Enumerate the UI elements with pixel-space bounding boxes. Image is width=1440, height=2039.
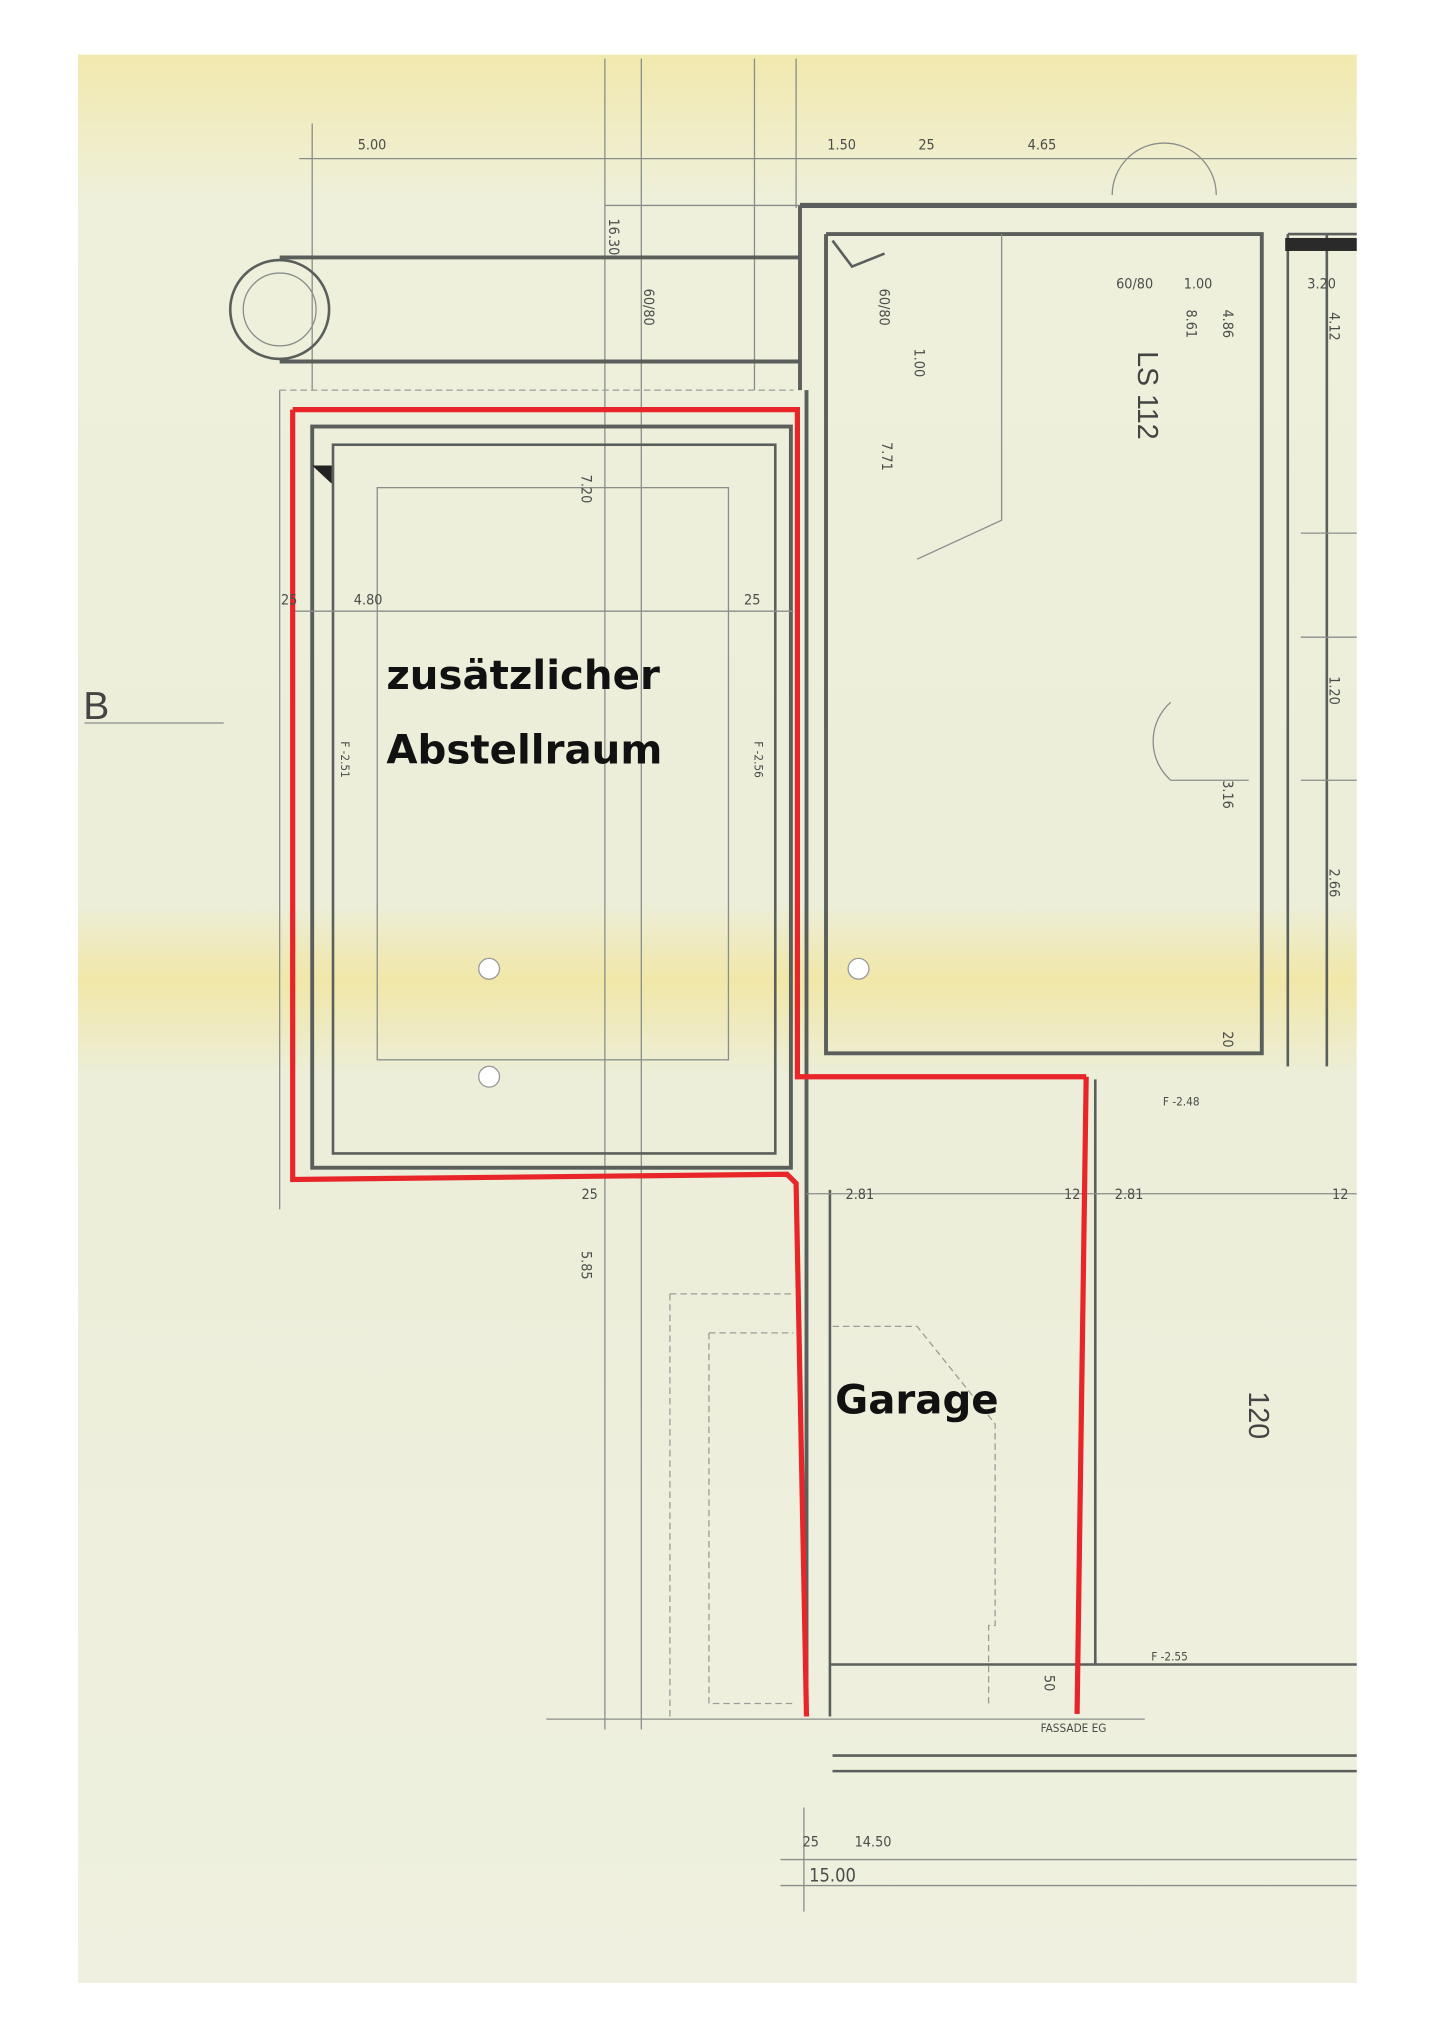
storage-label-line2: Abstellraum — [386, 726, 662, 773]
svg-text:3.16: 3.16 — [1219, 780, 1235, 809]
svg-text:60/80: 60/80 — [875, 289, 891, 326]
section-marker: B — [83, 685, 109, 728]
svg-text:2.66: 2.66 — [1325, 869, 1341, 898]
svg-text:12: 12 — [1332, 1187, 1348, 1203]
svg-text:3.20: 3.20 — [1307, 277, 1336, 293]
svg-text:2.81: 2.81 — [846, 1187, 875, 1203]
svg-text:15.00: 15.00 — [809, 1866, 856, 1887]
svg-text:1.50: 1.50 — [827, 138, 856, 154]
dimension-labels: 5.00 1.50 25 4.65 16.30 60/80 60/80 60/8… — [281, 138, 1348, 1887]
svg-text:F -2.55: F -2.55 — [1151, 1650, 1188, 1664]
plan-linework — [84, 58, 1357, 1912]
svg-text:60/80: 60/80 — [640, 289, 656, 326]
garage-label: Garage — [835, 1377, 999, 1424]
svg-text:25: 25 — [744, 593, 760, 609]
svg-text:F -2.51: F -2.51 — [338, 741, 352, 778]
svg-text:4.12: 4.12 — [1325, 312, 1341, 341]
svg-text:16.30: 16.30 — [605, 218, 621, 255]
storage-label-line1: zusätzlicher — [386, 652, 660, 699]
svg-text:FASSADE EG: FASSADE EG — [1041, 1721, 1107, 1735]
svg-text:F -2.56: F -2.56 — [751, 741, 765, 778]
svg-text:25: 25 — [918, 138, 934, 154]
svg-text:5.85: 5.85 — [577, 1251, 593, 1280]
svg-text:F -2.48: F -2.48 — [1163, 1094, 1200, 1108]
svg-text:1.00: 1.00 — [1184, 277, 1213, 293]
svg-text:4.86: 4.86 — [1219, 309, 1235, 338]
room-code: LS 112 — [1131, 351, 1163, 440]
garage-right-outline — [1074, 1076, 1089, 1714]
svg-text:8.61: 8.61 — [1182, 309, 1198, 338]
highlight-outline — [290, 407, 1089, 1717]
svg-text:25: 25 — [803, 1835, 819, 1851]
svg-text:2.81: 2.81 — [1115, 1187, 1144, 1203]
svg-text:7.71: 7.71 — [878, 442, 894, 471]
area-label: 120 — [1242, 1391, 1274, 1439]
svg-text:7.20: 7.20 — [577, 475, 593, 504]
svg-text:50: 50 — [1041, 1675, 1057, 1691]
svg-text:25: 25 — [581, 1187, 597, 1203]
svg-text:4.65: 4.65 — [1028, 138, 1057, 154]
svg-text:12: 12 — [1064, 1187, 1080, 1203]
svg-text:60/80: 60/80 — [1116, 277, 1153, 293]
svg-text:5.00: 5.00 — [358, 138, 387, 154]
svg-text:1.20: 1.20 — [1325, 676, 1341, 705]
svg-text:14.50: 14.50 — [855, 1835, 892, 1851]
svg-text:25: 25 — [281, 593, 297, 609]
svg-text:4.80: 4.80 — [354, 593, 383, 609]
svg-text:1.00: 1.00 — [910, 349, 926, 378]
svg-text:20: 20 — [1219, 1031, 1235, 1047]
storage-outline — [290, 407, 1087, 1717]
